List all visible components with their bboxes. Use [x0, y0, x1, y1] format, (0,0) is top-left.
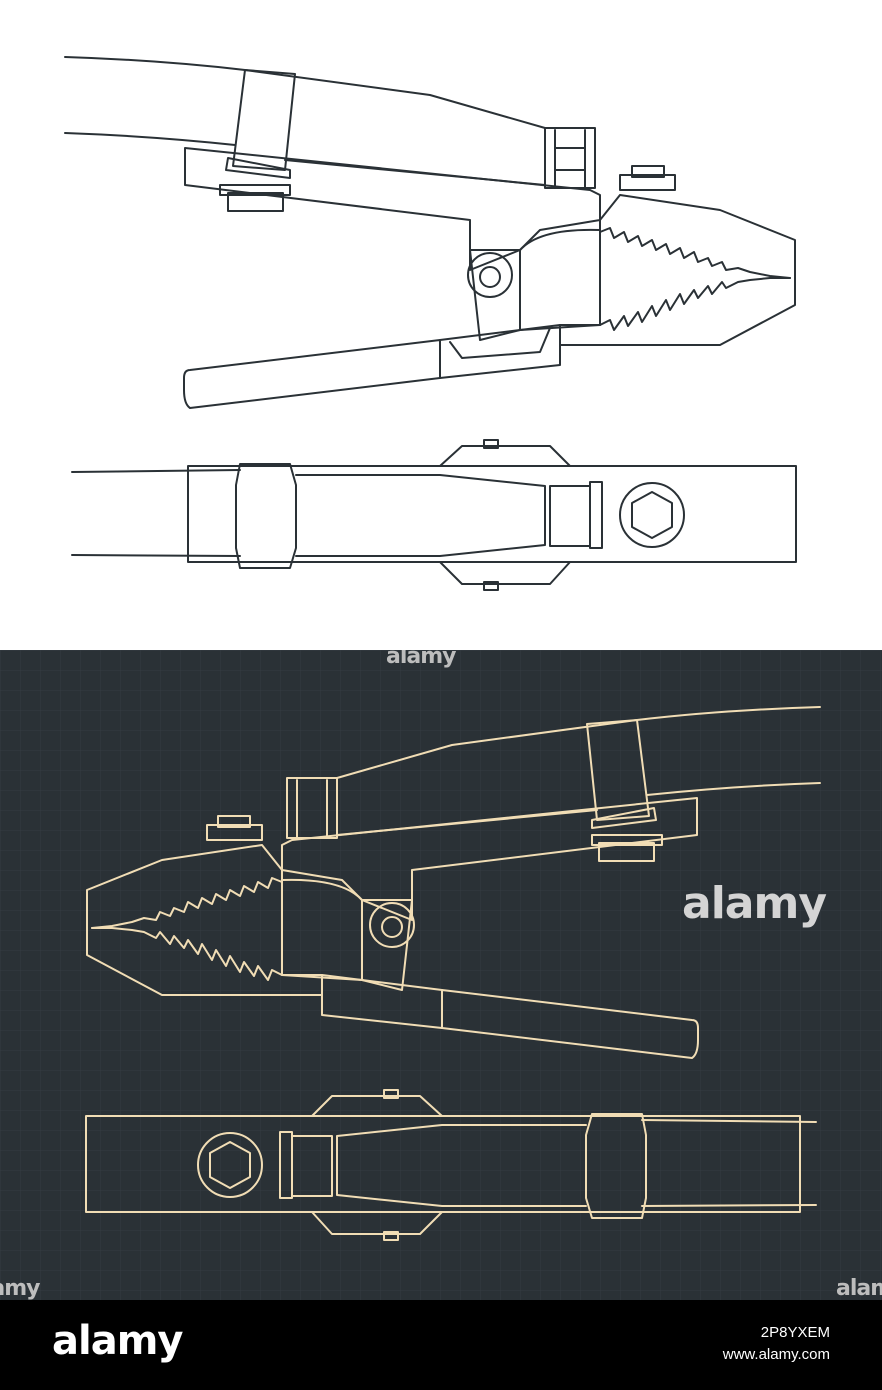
upper-teeth: [599, 227, 791, 279]
clamp-band: [232, 69, 296, 171]
footer-image-info: 2P8YXEM www.alamy.com: [723, 1322, 830, 1366]
watermark-text: alamy: [386, 650, 456, 669]
top-cable-top: [71, 469, 241, 473]
watermark-text-edge-right: alamy: [836, 1276, 882, 1300]
ferrule: [544, 127, 596, 189]
watermark-text-edge: alamy: [0, 1276, 40, 1300]
watermark-text-large: alamy: [682, 878, 827, 929]
cable-bottom-line: [64, 132, 236, 146]
upper-jaw: [184, 147, 796, 346]
lower-teeth: [599, 277, 791, 331]
site-url: www.alamy.com: [722, 1346, 830, 1363]
brand-logo: alamy: [52, 1318, 183, 1364]
dark-grid: [0, 650, 882, 1300]
bolt-head: [227, 192, 284, 212]
dark-blueprint-panel: alamy alamy alamy alamy: [0, 650, 882, 1300]
dark-clamp-drawing: [85, 706, 821, 1241]
footer-bar: [0, 1300, 882, 1390]
light-blueprint-panel: [0, 0, 882, 650]
top-body: [187, 465, 797, 563]
top-cable-bottom: [71, 554, 241, 557]
image-id: 2P8YXEM: [760, 1324, 830, 1341]
light-clamp-drawing: [64, 56, 797, 591]
hex-bolt: [631, 491, 673, 539]
cable-top-line: [64, 56, 246, 71]
hex-bolt-ring: [619, 482, 685, 548]
pivot-outer: [467, 252, 513, 298]
pivot-inner: [479, 266, 501, 288]
lower-jaw: [519, 228, 601, 331]
